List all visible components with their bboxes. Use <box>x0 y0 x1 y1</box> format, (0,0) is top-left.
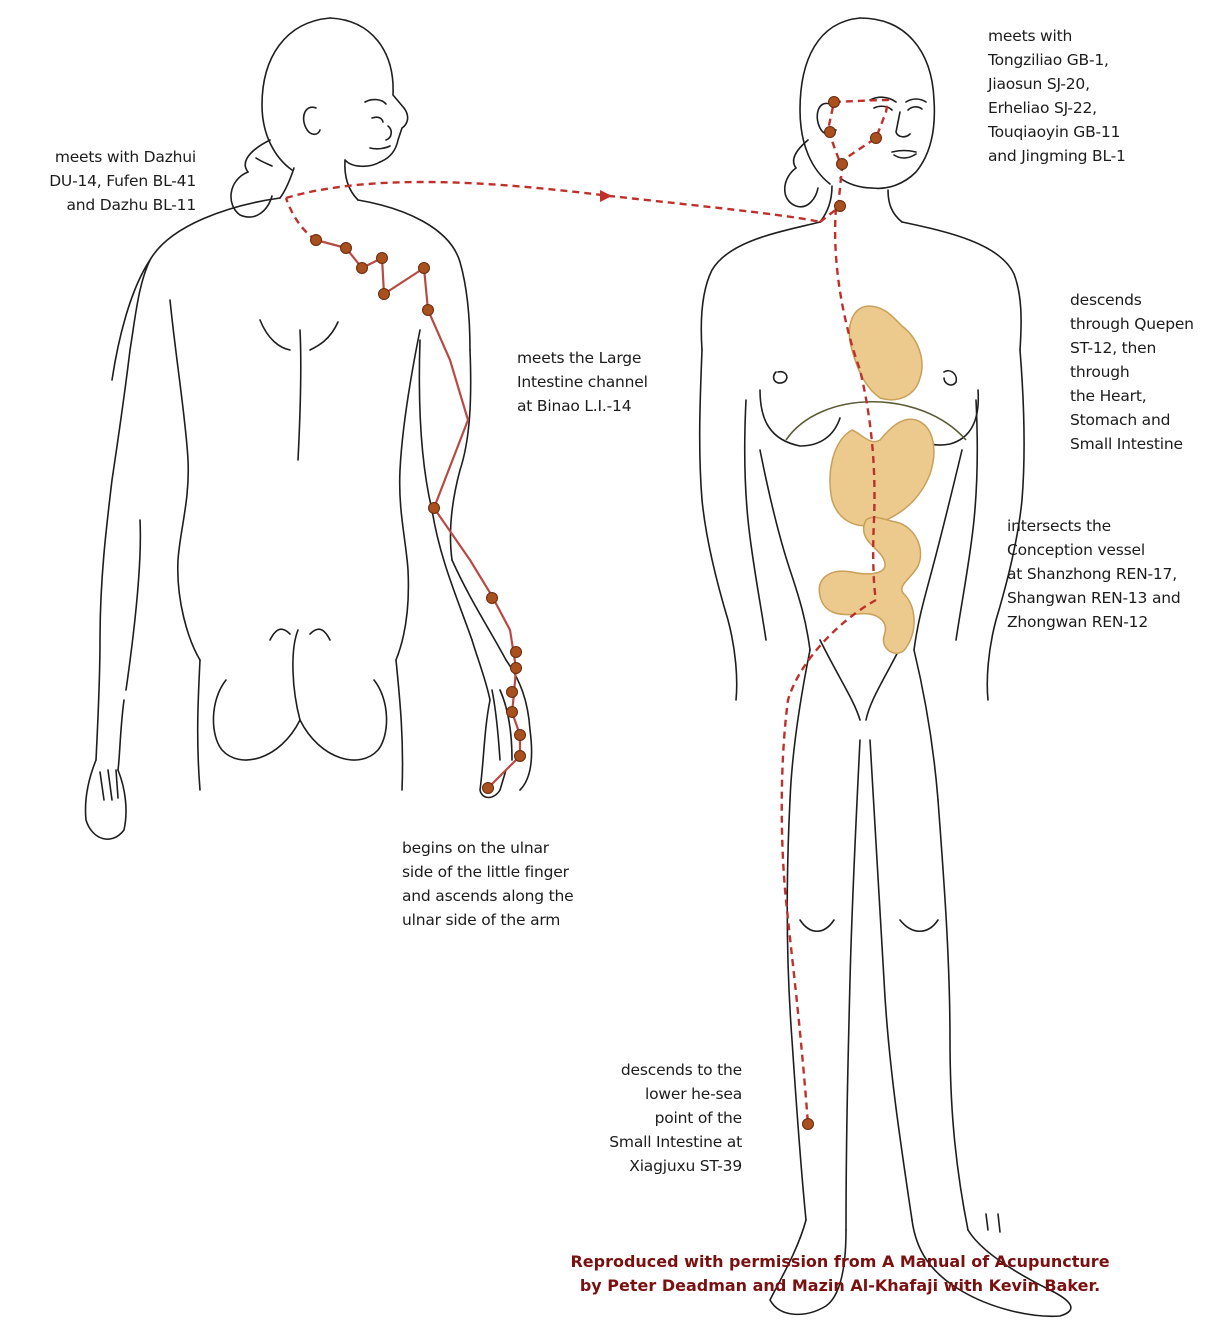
point-marker <box>429 503 440 514</box>
annotation-xiajuxu: descends to the lower he-sea point of th… <box>560 1058 742 1178</box>
annotation-line: descends <box>1070 288 1194 312</box>
point-marker <box>837 159 848 170</box>
annotation-conception: intersects the Conception vessel at Shan… <box>1007 514 1181 634</box>
annotation-line: Conception vessel <box>1007 538 1181 562</box>
annotation-line: Intestine channel <box>517 370 648 394</box>
point-marker <box>487 593 498 604</box>
annotation-line: meets with Dazhui <box>20 145 196 169</box>
annotation-line: Stomach and <box>1070 408 1194 432</box>
annotation-line: the Heart, <box>1070 384 1194 408</box>
annotation-dazhui: meets with Dazhui DU-14, Fufen BL-41 and… <box>20 145 196 217</box>
credit-text: Reproduced with permission from A Manual… <box>490 1250 1190 1274</box>
annotation-line: meets the Large <box>517 346 648 370</box>
organs <box>819 306 934 653</box>
annotation-line: begins on the ulnar <box>402 836 574 860</box>
annotation-line: at Shanzhong REN-17, <box>1007 562 1181 586</box>
heart-shape <box>849 306 922 400</box>
point-marker <box>825 127 836 138</box>
credit-text: by Peter Deadman and Mazin Al-Khafaji wi… <box>490 1274 1190 1298</box>
annotation-binao: meets the Large Intestine channel at Bin… <box>517 346 648 418</box>
annotation-line: Xiagjuxu ST-39 <box>560 1154 742 1178</box>
annotation-line: Erheliao SJ-22, <box>988 96 1126 120</box>
annotation-line: side of the little finger <box>402 860 574 884</box>
annotation-line: Shangwan REN-13 and <box>1007 586 1181 610</box>
small-intestine-channel <box>286 100 888 1124</box>
annotation-line: Small Intestine <box>1070 432 1194 456</box>
small-intestine-shape <box>819 517 920 653</box>
annotation-line: Zhongwan REN-12 <box>1007 610 1181 634</box>
point-marker <box>803 1119 814 1130</box>
annotation-line: Small Intestine at <box>560 1130 742 1154</box>
annotation-quepen: descends through Quepen ST-12, then thro… <box>1070 288 1194 456</box>
point-marker <box>871 133 882 144</box>
point-marker <box>507 707 518 718</box>
annotation-line: and Jingming BL-1 <box>988 144 1126 168</box>
annotation-line: Touqiaoyin GB-11 <box>988 120 1126 144</box>
annotation-line: ST-12, then <box>1070 336 1194 360</box>
annotation-line: lower he-sea <box>560 1082 742 1106</box>
annotation-line: DU-14, Fufen BL-41 <box>20 169 196 193</box>
annotation-line: and Dazhu BL-11 <box>20 193 196 217</box>
annotation-line: ulnar side of the arm <box>402 908 574 932</box>
annotation-line: Tongziliao GB-1, <box>988 48 1126 72</box>
annotation-ulnar: begins on the ulnar side of the little f… <box>402 836 574 932</box>
point-marker <box>423 305 434 316</box>
point-marker <box>511 663 522 674</box>
credit-line: Reproduced with permission from A Manual… <box>490 1250 1190 1298</box>
annotation-line: descends to the <box>560 1058 742 1082</box>
point-marker <box>341 243 352 254</box>
point-marker <box>483 783 494 794</box>
annotation-line: intersects the <box>1007 514 1181 538</box>
stomach-shape <box>830 419 934 526</box>
point-marker <box>515 751 526 762</box>
point-marker <box>379 289 390 300</box>
annotation-line: meets with <box>988 24 1126 48</box>
acupuncture-points <box>311 97 882 1130</box>
annotation-line: through <box>1070 360 1194 384</box>
point-marker <box>511 647 522 658</box>
annotation-line: and ascends along the <box>402 884 574 908</box>
annotation-line: at Binao L.I.-14 <box>517 394 648 418</box>
point-marker <box>835 201 846 212</box>
annotation-line: through Quepen <box>1070 312 1194 336</box>
point-marker <box>507 687 518 698</box>
point-marker <box>829 97 840 108</box>
annotation-line: Jiaosun SJ-20, <box>988 72 1126 96</box>
point-marker <box>419 263 430 274</box>
annotation-line: point of the <box>560 1106 742 1130</box>
annotation-face-points: meets with Tongziliao GB-1, Jiaosun SJ-2… <box>988 24 1126 168</box>
point-marker <box>357 263 368 274</box>
point-marker <box>311 235 322 246</box>
point-marker <box>515 730 526 741</box>
point-marker <box>377 253 388 264</box>
